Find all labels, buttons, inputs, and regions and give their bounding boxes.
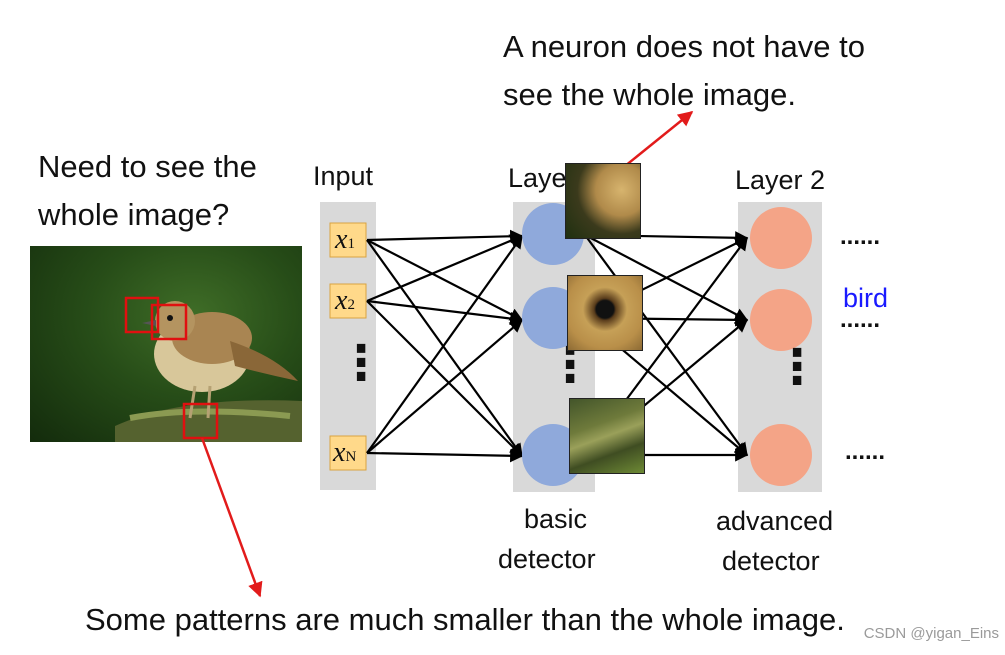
red-box-eye (150, 303, 188, 341)
input-layer1-connections (366, 229, 524, 463)
input-node-x2 (329, 283, 367, 319)
layer2-caption-line2: detector (722, 546, 820, 576)
patterns-callout: Some patterns are much smaller than the … (85, 602, 845, 637)
input-node-xn (329, 435, 367, 471)
red-box-head (124, 296, 160, 334)
layer2-caption-line1: advanced (716, 506, 834, 536)
need-callout-line2: whole image? (38, 197, 230, 232)
input-label-x1: x1 (335, 224, 355, 255)
neuron-callout-line1: A neuron does not have to (503, 29, 865, 64)
input-vertical-dots: ⋮ (337, 337, 385, 390)
layer2-ellipsis-bottom: ...... (845, 438, 886, 465)
need-callout-line1: Need to see the (38, 149, 257, 184)
input-node-x1 (329, 222, 367, 258)
neuron-callout-line2: see the whole image. (503, 77, 796, 112)
red-box-claw (182, 402, 219, 440)
layer2-node-2 (750, 289, 812, 351)
input-title: Input (313, 161, 374, 191)
layer2-ellipsis-mid: ...... (840, 306, 881, 333)
layer1-caption-line2: detector (498, 544, 596, 574)
layer2-node-1 (750, 207, 812, 269)
input-label-x2: x2 (335, 285, 355, 316)
bird-illustration (115, 301, 302, 442)
beak-patch-overlay (565, 163, 641, 239)
watermark: CSDN @yigan_Eins (863, 625, 999, 642)
input-label-xn: xN (333, 437, 357, 468)
bird-label: bird (843, 283, 889, 313)
layer2-title: Layer 2 (735, 165, 826, 195)
layer2-ellipsis-top: ...... (840, 223, 881, 250)
layer2-node-n (750, 424, 812, 486)
eye-patch-overlay (567, 275, 643, 351)
layer2-vertical-dots: ⋮ (773, 341, 821, 394)
layer1-caption-line1: basic (524, 504, 588, 534)
layer1-node-n (522, 424, 584, 486)
patterns-callout-arrow (200, 437, 263, 598)
claw-patch-overlay (569, 398, 645, 474)
bird-photo (30, 246, 302, 442)
